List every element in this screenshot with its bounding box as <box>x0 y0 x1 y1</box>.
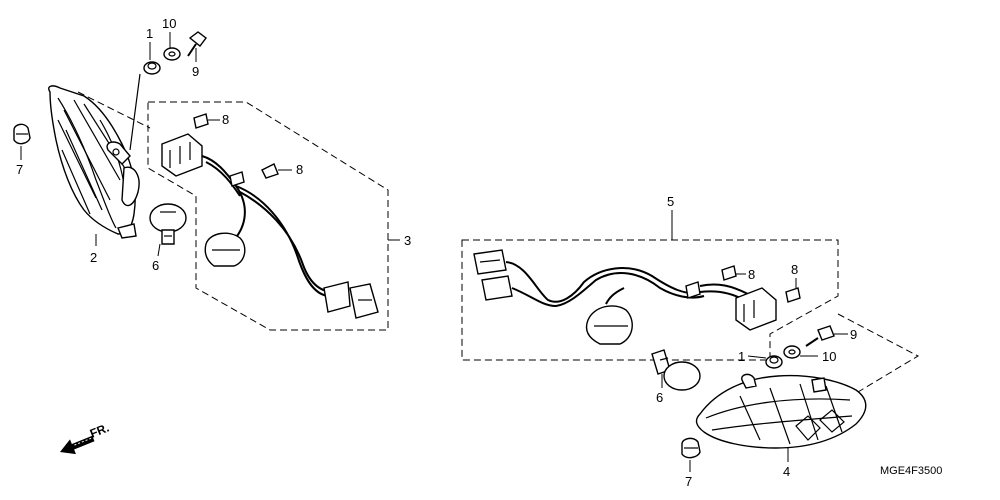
grommet-7-left <box>13 123 31 145</box>
nut-1-left <box>143 61 161 75</box>
callout-8b-left: 8 <box>296 162 303 177</box>
callout-8a-left: 8 <box>222 112 229 127</box>
callout-7-right: 7 <box>685 474 692 489</box>
harness-5-bracket <box>461 239 839 361</box>
screw-8b-left <box>261 163 292 179</box>
diagram-code: MGE4F3500 <box>880 465 942 477</box>
front-direction-arrow-icon <box>60 435 95 455</box>
callout-7-left: 7 <box>16 162 23 177</box>
callout-5-right: 5 <box>667 194 674 209</box>
callout-9-right: 9 <box>850 327 857 342</box>
callout-4-right: 4 <box>783 464 790 479</box>
screw-9-left <box>187 31 207 57</box>
turn-signal-lens-left <box>48 85 140 239</box>
callout-8a-right: 8 <box>748 267 755 282</box>
callout-10-right: 10 <box>822 349 836 364</box>
bulb-6-left <box>149 203 187 245</box>
callout-8b-right: 8 <box>791 262 798 277</box>
grommet-7-right <box>681 437 701 459</box>
callout-2-left: 2 <box>90 250 97 265</box>
callout-10-left: 10 <box>162 16 176 31</box>
screw-8b-right <box>785 278 801 303</box>
harness-3-bracket <box>147 101 389 331</box>
washer-10-left <box>163 47 181 61</box>
turn-signal-lens-right <box>695 373 867 449</box>
callout-1-left: 1 <box>146 26 153 41</box>
front-direction-label: FR. <box>88 421 111 441</box>
lens-2-guide-line <box>77 91 151 129</box>
callout-6-left: 6 <box>152 258 159 273</box>
screw-8a-right <box>721 265 746 281</box>
screw-8a-left <box>193 113 220 129</box>
callout-9-left: 9 <box>192 64 199 79</box>
bulb-6-right <box>651 349 701 391</box>
nut-1-left-guide <box>129 73 141 151</box>
callout-3-left: 3 <box>404 233 411 248</box>
wire-harness-left <box>201 155 379 319</box>
nut-1-right <box>747 355 783 369</box>
callout-1-right: 1 <box>738 349 745 364</box>
connector-left <box>161 133 203 177</box>
wire-harness-right <box>473 249 777 345</box>
callout-6-right: 6 <box>656 390 663 405</box>
washer-10-right <box>783 345 818 359</box>
lens-4-guide-line <box>837 313 920 393</box>
screw-9-right <box>805 325 848 347</box>
